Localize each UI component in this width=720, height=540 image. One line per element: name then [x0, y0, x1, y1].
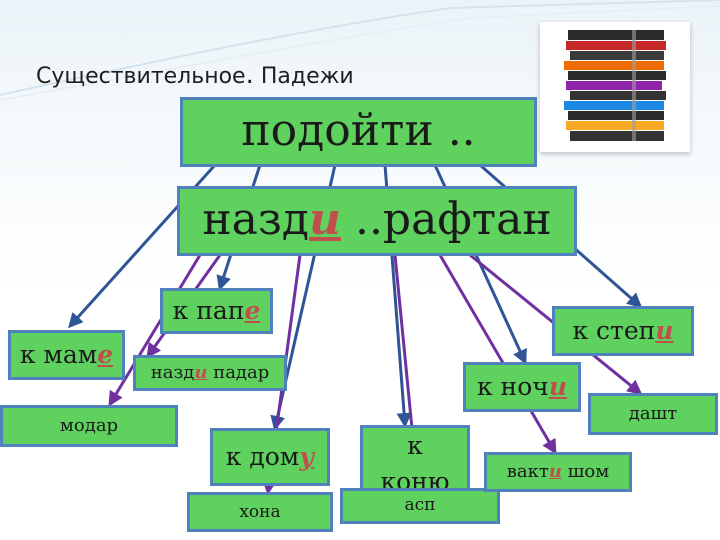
- box-k-mame: к маме: [8, 330, 125, 380]
- box-khona: хона: [187, 492, 333, 532]
- box-k-nochi: к ночи: [463, 362, 581, 412]
- nazdi-suffix: ..рафтан: [340, 194, 552, 245]
- k-domu-prefix: к дом: [225, 442, 300, 471]
- vakti-letter: и: [548, 461, 562, 482]
- k-pape-letter: е: [244, 296, 261, 325]
- k-kone-first: к: [407, 431, 423, 460]
- decorative-curve: [0, 0, 720, 101]
- box-podoyti: подойти ..: [180, 97, 537, 167]
- box-nazdi-padar: назди падар: [133, 355, 287, 391]
- k-nochi-prefix: к ноч: [476, 372, 549, 401]
- modar-text: модар: [59, 415, 119, 436]
- box-asp: асп: [340, 488, 500, 524]
- dasht-text: дашт: [628, 403, 678, 424]
- title-main: Существительное: [36, 64, 246, 89]
- k-mame-prefix: к мам: [19, 340, 98, 369]
- k-domu-letter: у: [299, 442, 315, 471]
- k-nochi-letter: и: [548, 372, 567, 401]
- k-stepi-prefix: к степ: [572, 316, 656, 345]
- k-pape-prefix: к пап: [172, 296, 245, 325]
- box-vakti-shom: вакти шом: [484, 452, 632, 492]
- khona-text: хона: [239, 502, 281, 522]
- arrow-to-vakti: [438, 254, 557, 455]
- k-mame-letter: е: [97, 340, 114, 369]
- box-k-kone: к коню: [360, 425, 470, 491]
- nazdi-letter: и: [308, 194, 341, 245]
- arrow-to-modar: [108, 254, 202, 407]
- nazdi-prefix: назд: [202, 194, 309, 245]
- nazdi-padar-suffix: падар: [207, 362, 270, 383]
- title-sub: Падежи: [260, 64, 354, 89]
- box-dasht: дашт: [588, 393, 718, 435]
- box-podoyti-text: подойти ..: [241, 105, 476, 156]
- books-image-frame: [540, 22, 690, 152]
- stack-of-books-icon: [564, 30, 666, 141]
- box-modar: модар: [0, 405, 178, 447]
- nazdi-padar-prefix: назд: [150, 362, 195, 383]
- title-separator: .: [245, 60, 254, 90]
- box-nazdi-raftan: назди ..рафтан: [177, 186, 577, 256]
- box-k-domu: к дому: [210, 428, 330, 486]
- asp-text: асп: [404, 495, 436, 515]
- vakti-prefix: вакт: [506, 461, 549, 482]
- nazdi-padar-letter: и: [194, 362, 208, 383]
- box-k-stepi: к степи: [552, 306, 694, 356]
- k-stepi-letter: и: [655, 316, 674, 345]
- vakti-suffix: шом: [561, 461, 610, 482]
- slide-title: Существительное. Падежи: [36, 60, 354, 90]
- k-kone-second: коню: [380, 467, 450, 491]
- box-k-pape: к папе: [160, 288, 273, 334]
